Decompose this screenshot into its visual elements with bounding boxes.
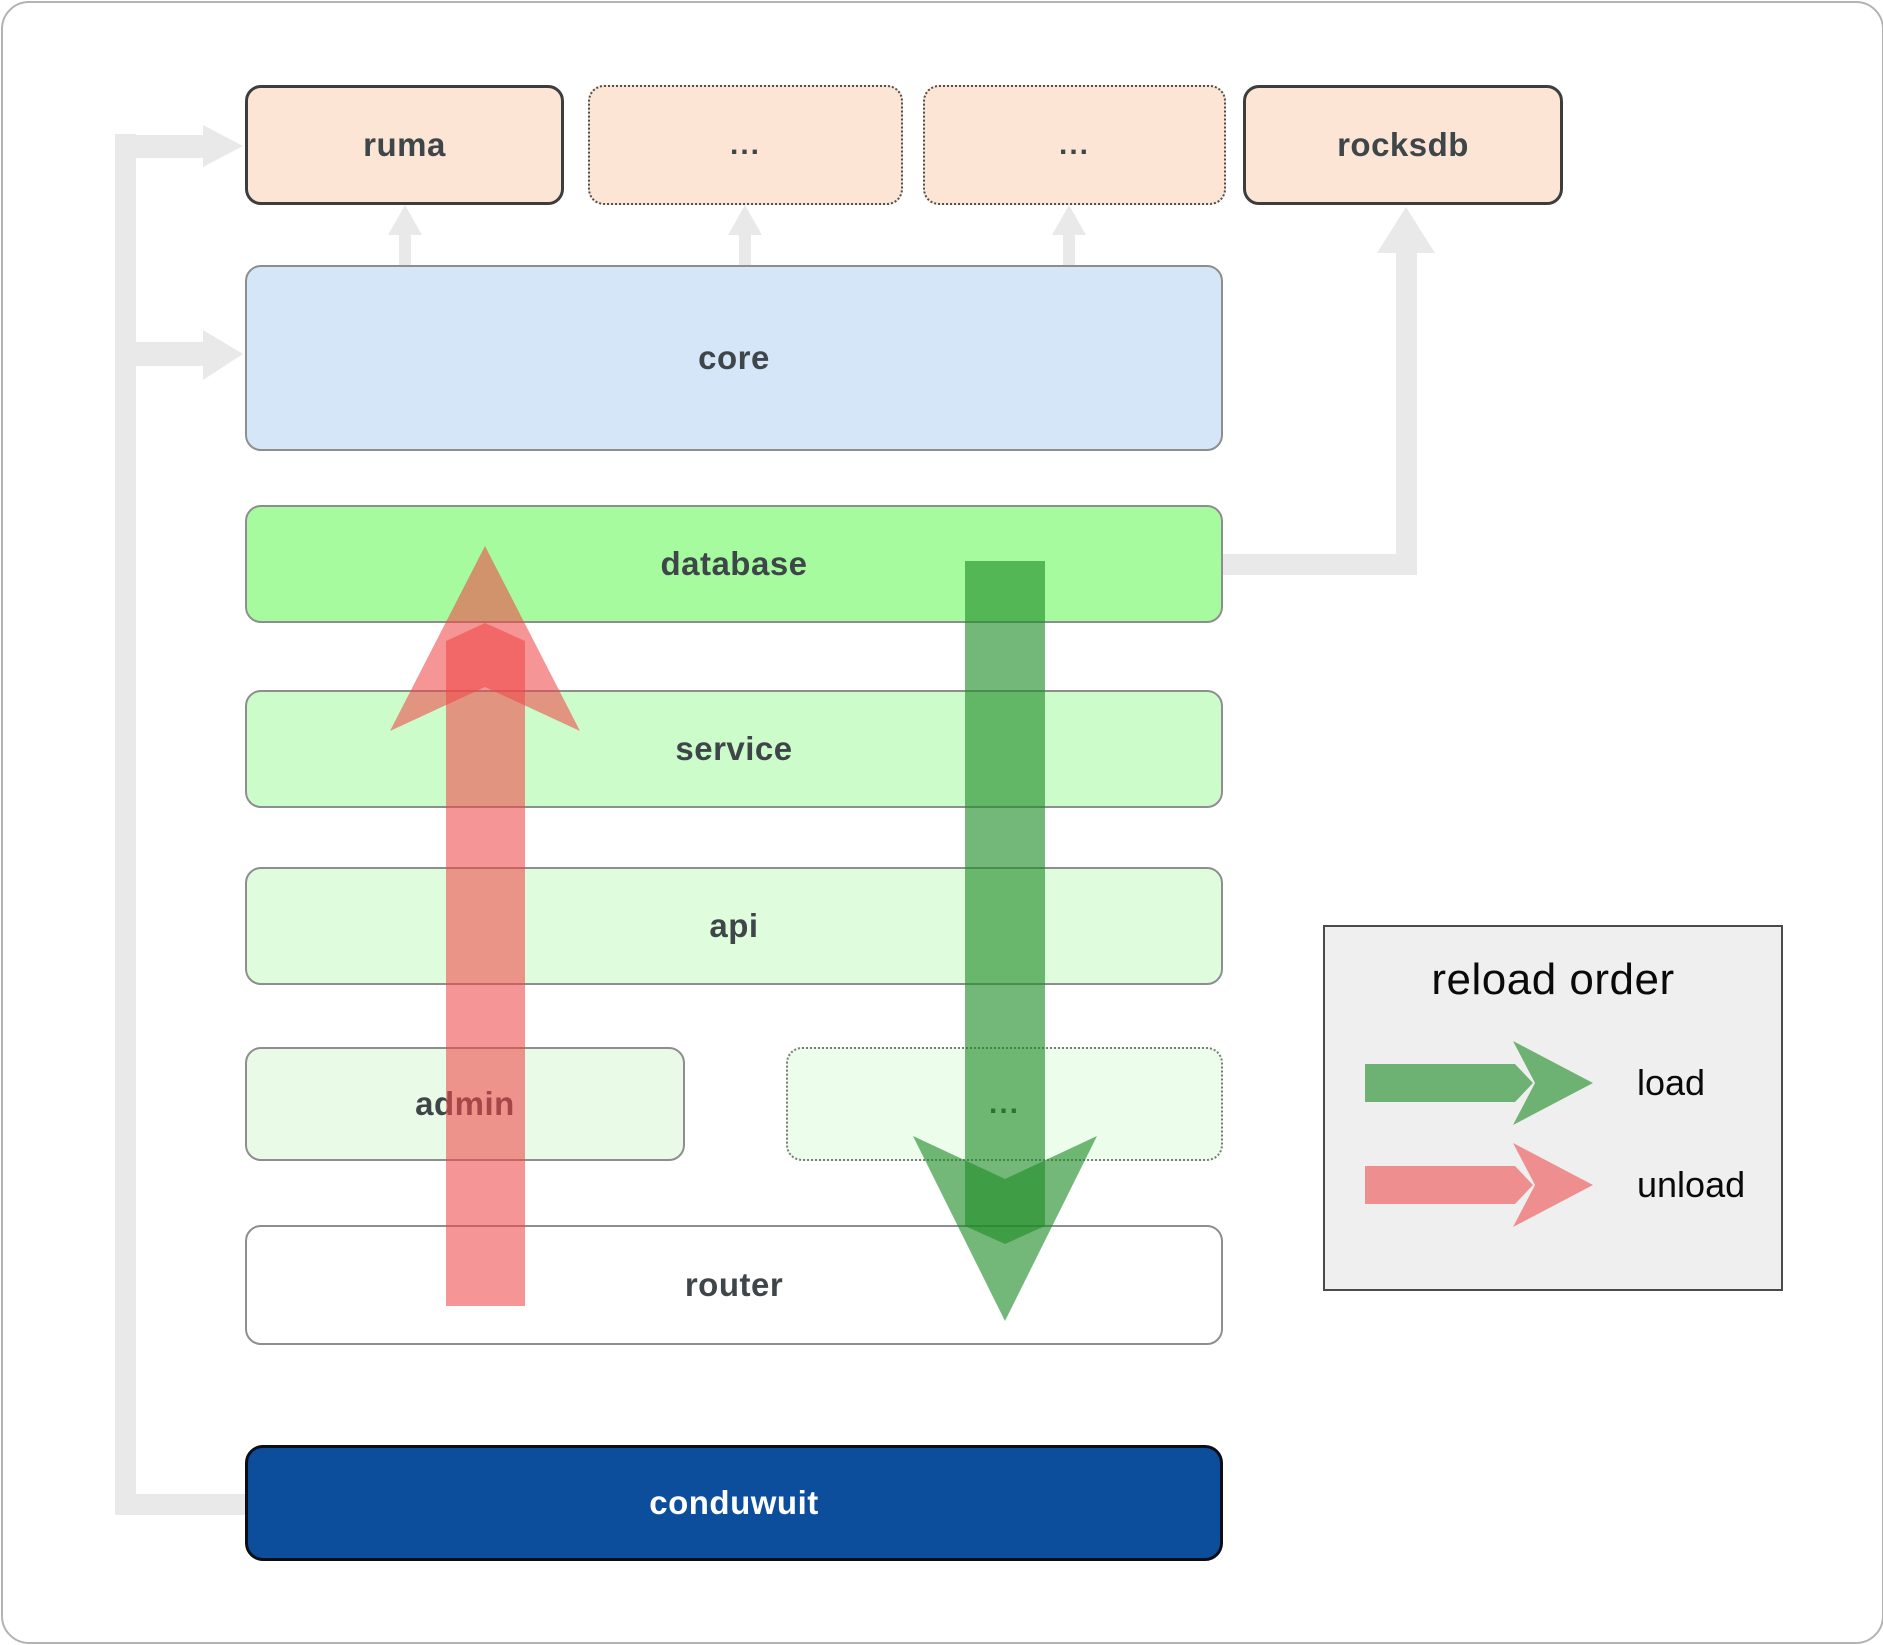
connector-ruma-arrowhead-icon	[203, 125, 243, 167]
node-api: api	[245, 867, 1223, 985]
load-arrow-icon	[1365, 1041, 1593, 1125]
legend-title: reload order	[1431, 955, 1675, 1004]
node-label: admin	[415, 1085, 515, 1122]
node-label: api	[709, 907, 759, 944]
node-label: router	[684, 1266, 784, 1303]
node-conduwuit: conduwuit	[245, 1445, 1223, 1561]
node-dependency-b: ...	[923, 85, 1226, 205]
ellipsis-label: ...	[1058, 128, 1090, 161]
node-label: service	[675, 730, 793, 767]
connector-rocksdb-arrowhead-icon	[1377, 207, 1435, 253]
connector-core-depb-shaft	[1063, 233, 1075, 267]
connector-db-rocksdb-horizontal	[1221, 554, 1417, 575]
node-label: database	[660, 545, 808, 582]
node-label: conduwuit	[649, 1484, 819, 1521]
node-core: core	[245, 265, 1223, 451]
node-database: database	[245, 505, 1223, 623]
connector-db-rocksdb-vertical	[1396, 249, 1417, 575]
legend-item-unload: unload	[1363, 1139, 1767, 1231]
connector-core-ruma-arrowhead-icon	[388, 205, 422, 235]
connector-core-depb-arrowhead-icon	[1052, 205, 1086, 235]
node-label: ruma	[363, 126, 446, 163]
connector-ruma-shaft	[115, 135, 205, 158]
connector-layer	[115, 125, 1435, 1515]
legend-item-load: load	[1363, 1037, 1767, 1129]
connector-core-arrowhead-icon	[203, 330, 243, 380]
node-service-more: ...	[786, 1047, 1223, 1161]
connector-core-shaft	[115, 342, 205, 366]
node-dependency-a: ...	[588, 85, 903, 205]
connector-trunk-left	[115, 134, 136, 1515]
legend-label-unload: unload	[1637, 1164, 1746, 1205]
connector-conduwuit-branch	[115, 1494, 247, 1515]
ellipsis-label: ...	[988, 1087, 1020, 1120]
node-ruma: ruma	[245, 85, 564, 205]
connector-core-depa-arrowhead-icon	[728, 205, 762, 235]
legend-label-load: load	[1637, 1062, 1706, 1103]
node-label: rocksdb	[1337, 126, 1469, 163]
legend-reload-order: reload order load unload	[1323, 925, 1783, 1291]
ellipsis-label: ...	[729, 128, 761, 161]
connector-core-ruma-shaft	[399, 233, 411, 267]
flow-arrow-layer	[390, 546, 1097, 1321]
node-label: core	[698, 339, 770, 376]
unload-arrow-icon	[1365, 1143, 1593, 1227]
node-service: service	[245, 690, 1223, 808]
node-rocksdb: rocksdb	[1243, 85, 1563, 205]
node-admin: admin	[245, 1047, 685, 1161]
node-router: router	[245, 1225, 1223, 1345]
connector-core-depa-shaft	[739, 233, 751, 267]
